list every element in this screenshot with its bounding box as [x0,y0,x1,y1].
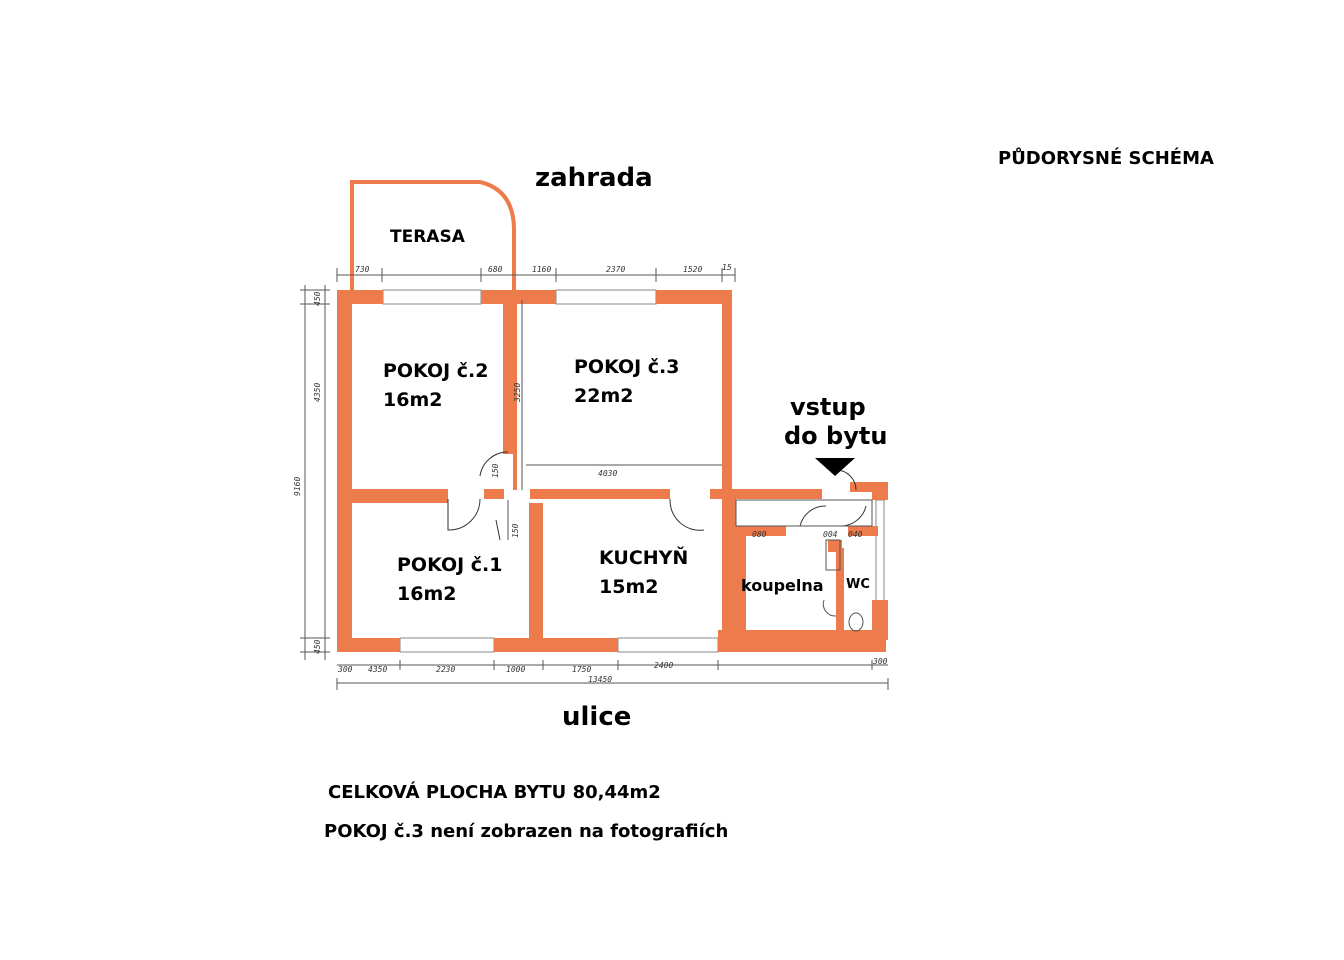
dim-inner-1: 3250 [513,383,522,403]
terrace-outline [350,180,516,290]
fixtures [735,499,873,632]
room-pokoj3-name: POKOJ č.3 [574,356,680,378]
dim-left-2: 4350 [313,383,322,402]
dim-left-4: 450 [313,639,322,654]
dim-top-3: 1160 [532,265,551,274]
dim-top-4: 2370 [606,265,625,274]
label-zahrada: zahrada [535,163,653,193]
top-dimensions: 730 680 1160 2370 1520 15 [355,263,732,274]
room-koupelna-name: koupelna [741,576,824,595]
entrance-label-line2: do bytu [784,422,888,450]
room-pokoj3-area: 22m2 [574,385,634,407]
dim-inner-5: 080 [752,530,767,539]
inner-dimensions: 3250 4030 150 150 080 004 040 [491,383,863,539]
dim-top-1: 730 [355,265,370,274]
room-kuchyn-name: KUCHYŇ [599,547,689,569]
walls [337,290,888,652]
room-kuchyn-area: 15m2 [599,576,659,598]
dim-top-2: 680 [488,265,503,274]
room-pokoj1-area: 16m2 [397,583,457,605]
photo-note: POKOJ č.3 není zobrazen na fotografiích [324,821,729,842]
room-terasa-name: TERASA [390,227,465,247]
label-ulice: ulice [562,702,632,732]
dimension-lines [300,268,889,690]
dim-bottom-3: 2230 [436,665,455,674]
room-pokoj1-name: POKOJ č.1 [397,554,503,576]
room-pokoj2-name: POKOJ č.2 [383,360,489,382]
page-title: PŮDORYSNÉ SCHÉMA [998,148,1214,169]
dim-inner-3: 150 [491,463,500,478]
dim-total: 13450 [588,675,612,684]
dim-bottom-2: 4350 [368,665,387,674]
dim-left-3: 9160 [293,477,302,496]
dim-bottom-7: 300 [872,657,888,666]
dim-inner-4: 150 [511,523,520,538]
left-dimensions: 450 4350 9160 450 [293,291,322,654]
dim-inner-6: 004 [823,530,838,539]
dim-top-5: 1520 [683,265,702,274]
dim-bottom-5: 1750 [572,665,591,674]
total-area-note: CELKOVÁ PLOCHA BYTU 80,44m2 [328,782,661,803]
dim-inner-2: 4030 [598,469,617,478]
entrance-arrow-icon [815,458,855,476]
bottom-dimensions: 300 4350 2230 1000 1750 2400 300 13450 [337,657,888,684]
dim-inner-7: 040 [848,530,863,539]
dim-bottom-1: 300 [337,665,353,674]
dim-left-1: 450 [313,291,322,306]
dim-bottom-6: 2400 [654,661,673,670]
room-wc-name: WC [846,577,870,592]
dim-top-6: 15 [722,263,732,272]
room-pokoj2-area: 16m2 [383,389,443,411]
entrance-label-line1: vstup [790,393,866,421]
dim-bottom-4: 1000 [506,665,525,674]
